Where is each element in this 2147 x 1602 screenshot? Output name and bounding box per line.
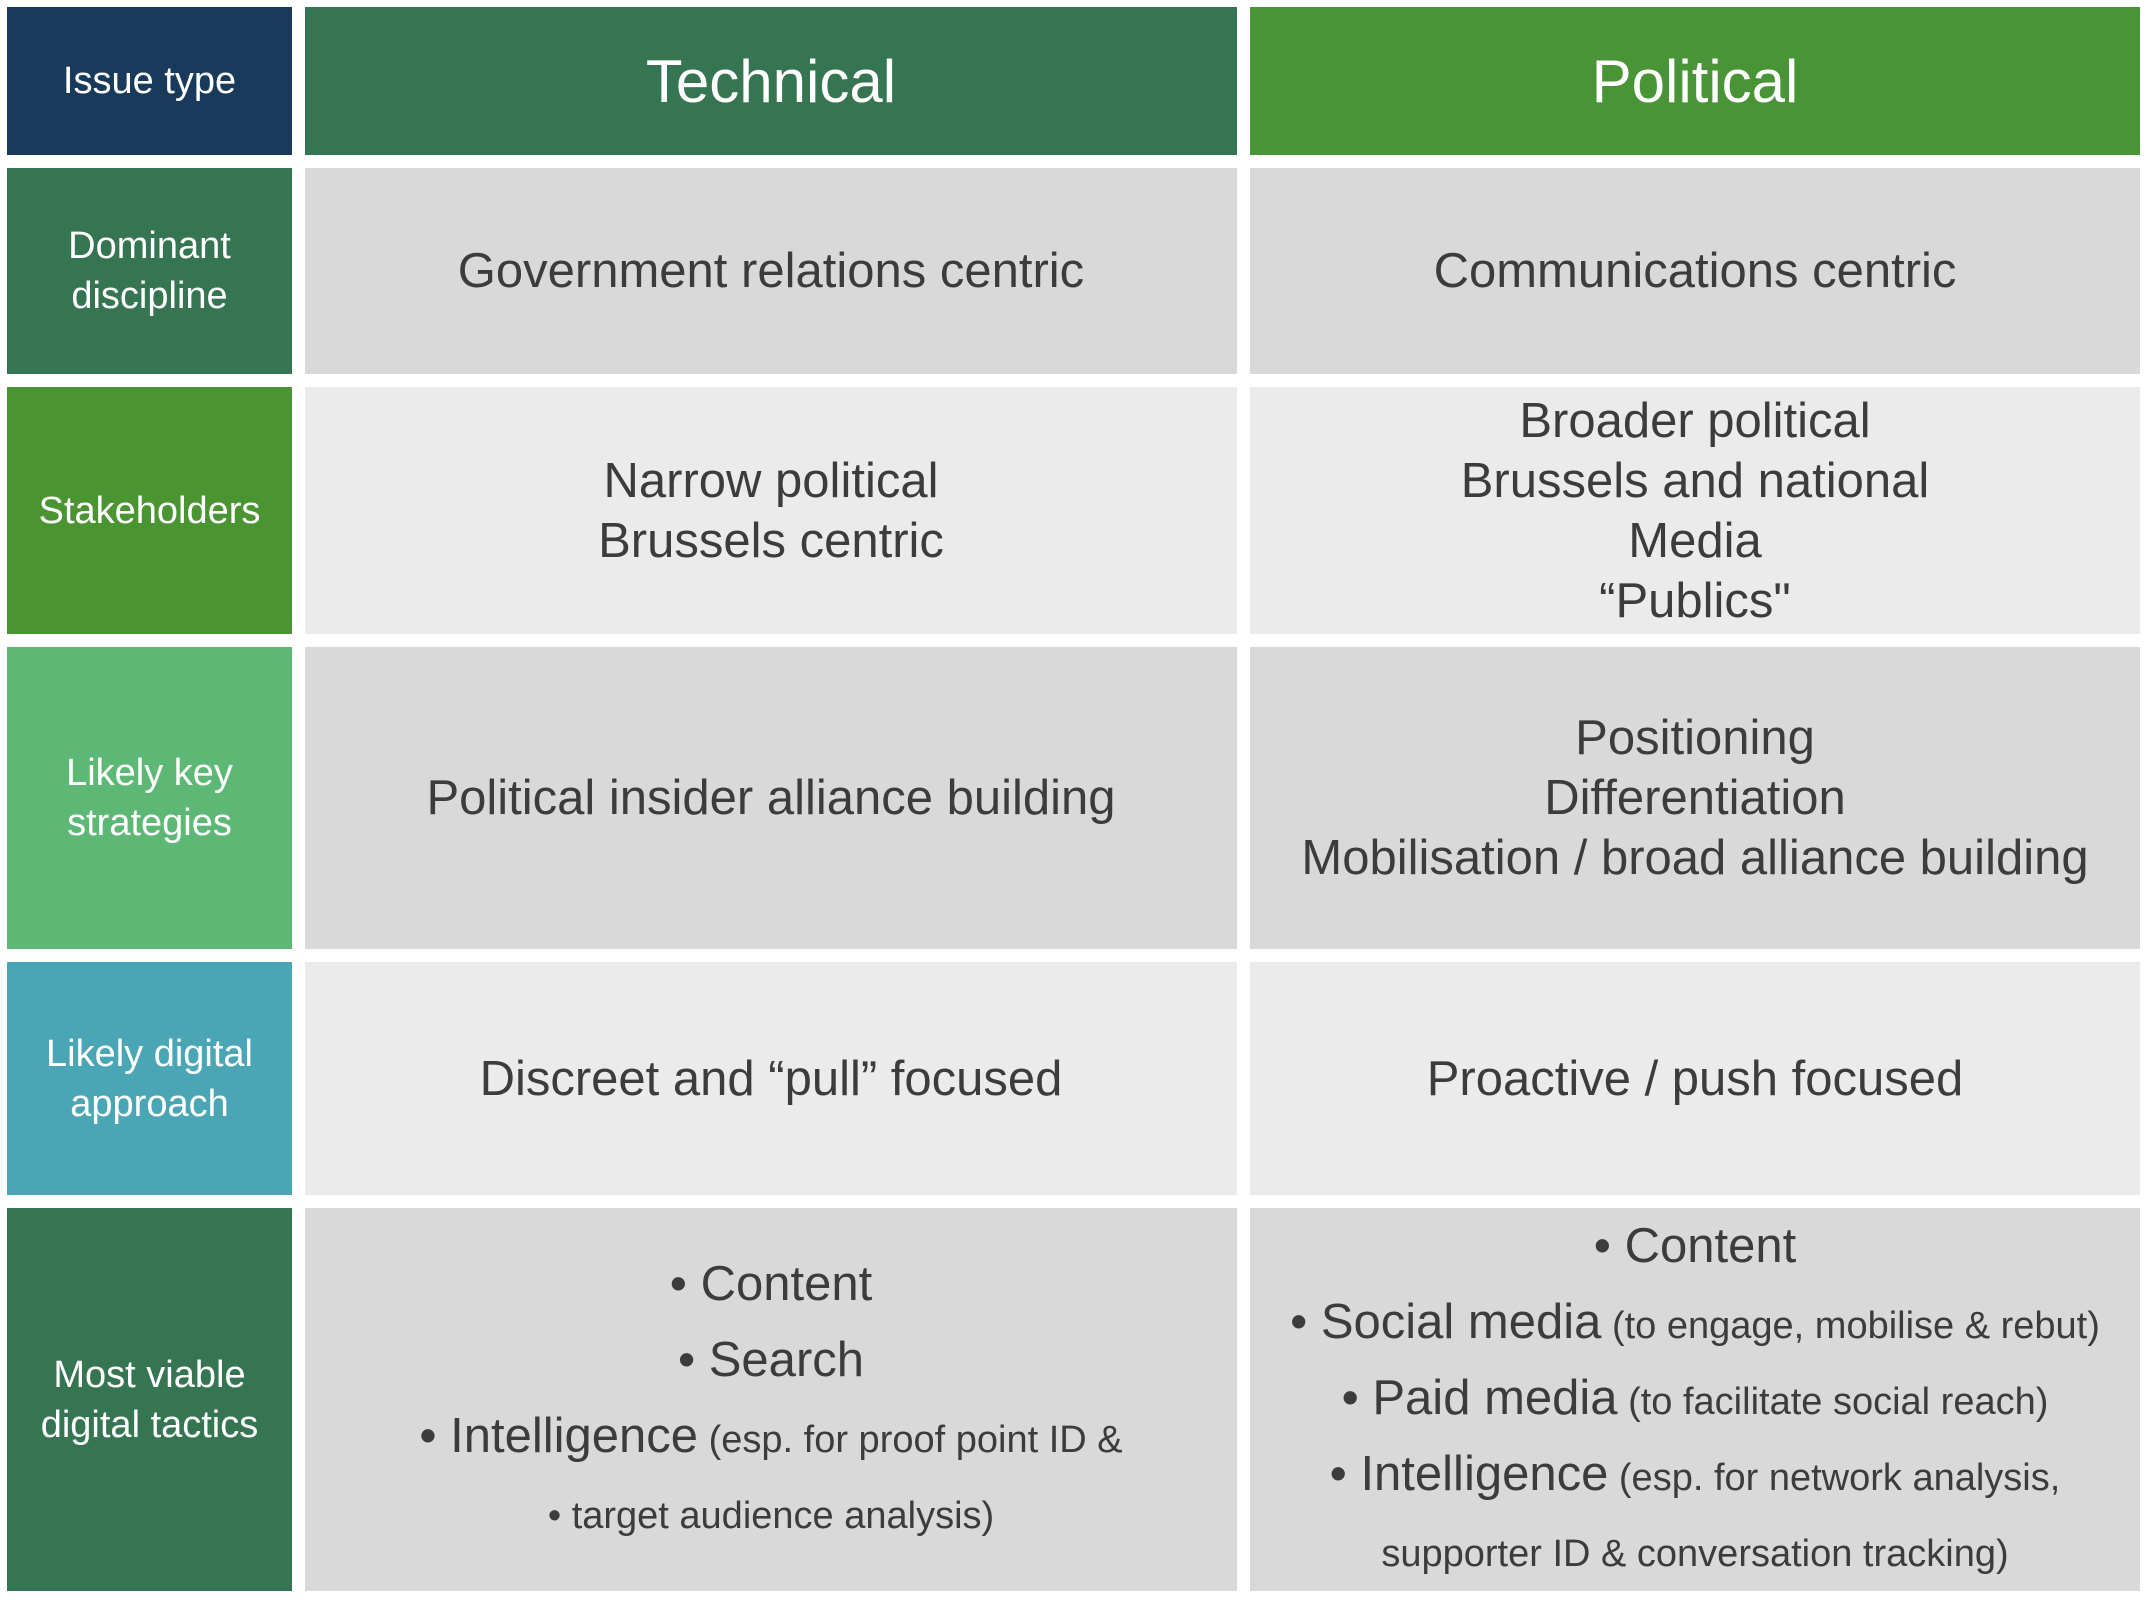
tactic-name: • Content bbox=[1593, 1218, 1797, 1273]
tactic-name: • Intelligence bbox=[1329, 1446, 1609, 1501]
cell-line: Broader political bbox=[1519, 393, 1871, 448]
tactic-item: • Content bbox=[670, 1248, 872, 1324]
tactic-note: (to engage, mobilise & rebut) bbox=[1601, 1304, 2100, 1347]
cell-line: Differentiation bbox=[1544, 771, 1846, 825]
tactic-item: • Paid media (to facilitate social reach… bbox=[1342, 1362, 2049, 1438]
tactic-note: • target audience analysis) bbox=[547, 1494, 995, 1537]
row-label: Likely digital approach bbox=[7, 962, 292, 1195]
cell-technical: Government relations centric bbox=[305, 168, 1237, 374]
cell-line: Positioning bbox=[1575, 711, 1815, 765]
cell-line: “Publics" bbox=[1599, 573, 1791, 628]
tactic-item: supporter ID & conversation tracking) bbox=[1381, 1514, 2008, 1590]
tactic-item: • Intelligence (esp. for proof point ID … bbox=[419, 1400, 1122, 1476]
cell-line: Discreet and “pull” focused bbox=[479, 1051, 1063, 1106]
row-label-tactics: Most viable digital tactics bbox=[7, 1208, 292, 1591]
row-label: Likely key strategies bbox=[7, 647, 292, 949]
tactic-note: (esp. for proof point ID & bbox=[698, 1418, 1123, 1461]
cell-technical: Political insider alliance building bbox=[305, 647, 1237, 949]
tactic-item: • Social media (to engage, mobilise & re… bbox=[1290, 1286, 2100, 1362]
cell-line: Proactive / push focused bbox=[1426, 1051, 1964, 1106]
tactic-item: • Search bbox=[678, 1324, 864, 1400]
header-technical: Technical bbox=[305, 7, 1237, 155]
tactic-name: • Paid media bbox=[1341, 1370, 1618, 1425]
cell-line: Government relations centric bbox=[457, 244, 1085, 298]
cell-technical: Discreet and “pull” focused bbox=[305, 962, 1237, 1195]
tactic-note: (to facilitate social reach) bbox=[1617, 1380, 2049, 1423]
tactics-political: • Content • Social media (to engage, mobi… bbox=[1250, 1208, 2140, 1591]
row-label: Dominant discipline bbox=[7, 168, 292, 374]
cell-line: Brussels and national bbox=[1460, 453, 1930, 508]
cell-line: Mobilisation / broad alliance building bbox=[1301, 831, 2089, 885]
tactic-item: • Content bbox=[1594, 1210, 1796, 1286]
header-political: Political bbox=[1250, 7, 2140, 155]
tactic-name: • Intelligence bbox=[419, 1408, 699, 1463]
cell-line: Media bbox=[1628, 513, 1762, 568]
tactic-item: • target audience analysis) bbox=[548, 1476, 994, 1552]
tactic-item: • Intelligence (esp. for network analysi… bbox=[1330, 1438, 2061, 1514]
tactics-technical: • Content • Search • Intelligence (esp. fo… bbox=[305, 1208, 1237, 1591]
tactic-name: • Search bbox=[677, 1332, 865, 1387]
tactic-note: (esp. for network analysis, bbox=[1608, 1456, 2061, 1499]
cell-line: Narrow political bbox=[603, 453, 939, 508]
cell-line: Brussels centric bbox=[598, 513, 944, 568]
row-label: Stakeholders bbox=[7, 387, 292, 634]
cell-political: Communications centric bbox=[1250, 168, 2140, 374]
tactic-note: supporter ID & conversation tracking) bbox=[1381, 1532, 2009, 1575]
header-issue-type: Issue type bbox=[7, 7, 292, 155]
cell-line: Political insider alliance building bbox=[426, 771, 1116, 825]
tactic-name: • Social media bbox=[1290, 1294, 1602, 1349]
tactic-name: • Content bbox=[669, 1256, 873, 1311]
cell-line: Communications centric bbox=[1433, 244, 1957, 298]
issue-type-table: Issue type Technical Political Dominant … bbox=[7, 7, 2140, 1591]
cell-political: Proactive / push focused bbox=[1250, 962, 2140, 1195]
